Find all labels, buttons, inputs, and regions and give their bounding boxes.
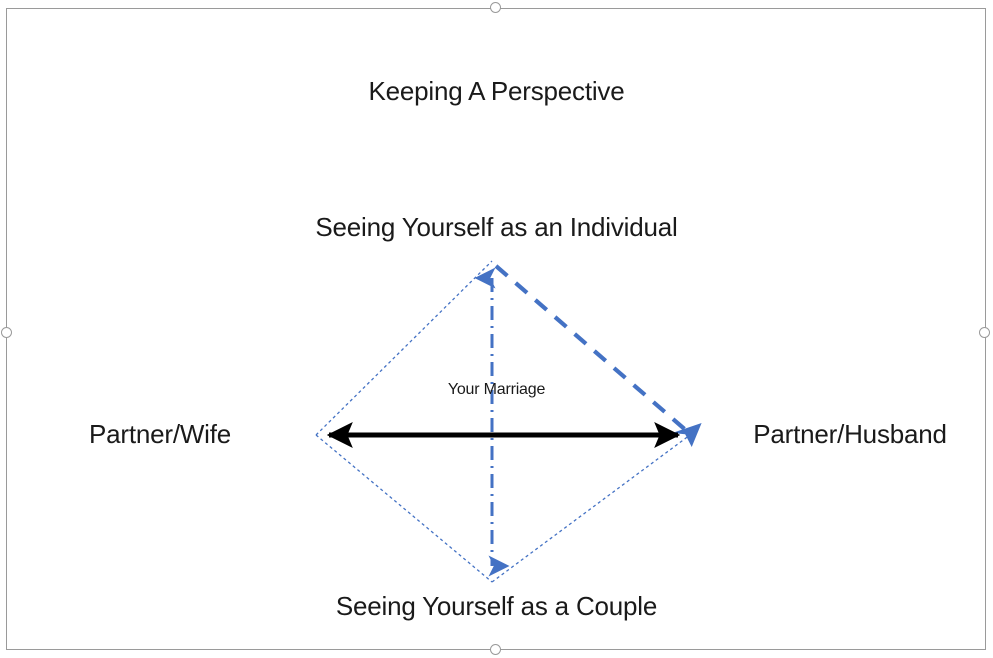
right-vertex-blue-arrowhead: [672, 423, 702, 448]
page-title: Keeping A Perspective: [368, 76, 625, 106]
handle-left-middle[interactable]: [1, 327, 12, 338]
handle-right-middle[interactable]: [979, 327, 990, 338]
edge-top-right-line: [494, 264, 690, 434]
edge-top-left-line: [315, 260, 493, 436]
label-seeing-yourself-couple: Seeing Yourself as a Couple: [335, 591, 658, 621]
edge-bottom-left-line: [315, 434, 493, 583]
handle-bottom-center[interactable]: [490, 644, 501, 655]
label-seeing-yourself-individual: Seeing Yourself as an Individual: [315, 212, 678, 242]
handle-top-center[interactable]: [490, 2, 501, 13]
label-partner-wife: Partner/Wife: [88, 419, 232, 449]
label-your-marriage: Your Marriage: [447, 381, 546, 398]
edge-bottom-right-line: [491, 434, 691, 583]
label-partner-husband: Partner/Husband: [753, 419, 947, 449]
